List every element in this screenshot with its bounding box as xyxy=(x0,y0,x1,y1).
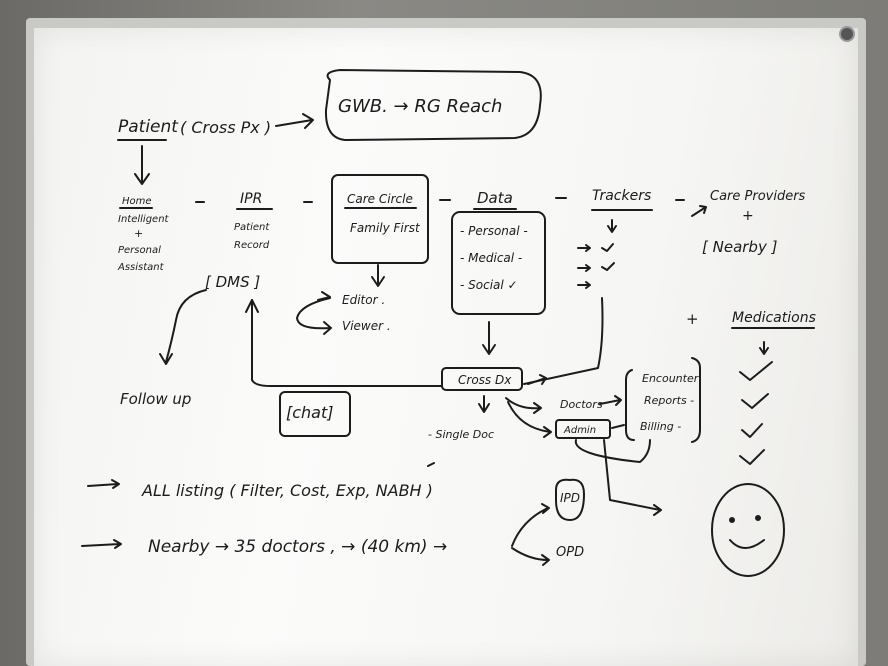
med-check-2 xyxy=(741,393,769,409)
encounter-label: Encounter xyxy=(642,372,700,385)
admin-loop xyxy=(574,439,651,463)
cross-dx-down-arrow xyxy=(478,395,490,413)
ipr-label: IPR xyxy=(240,191,262,207)
trackers-label: Trackers xyxy=(592,188,651,204)
encounter-right-bracket xyxy=(691,357,701,443)
med-check-3 xyxy=(741,423,763,438)
data-label: Data xyxy=(477,189,513,207)
admin-down-arrow xyxy=(603,439,662,516)
tracker-arrow-1 xyxy=(577,244,591,252)
dms-to-follow-up-arrow xyxy=(159,289,207,365)
care-circle-down-arrow xyxy=(371,264,385,287)
single-doc-label: - Single Doc xyxy=(428,428,494,441)
crossdx-to-admin-arrow xyxy=(507,401,552,438)
dms-label: [ DMS ] xyxy=(205,273,260,291)
chat-label: [chat] xyxy=(286,403,334,422)
billing-label: Billing - xyxy=(640,420,681,433)
medications-label: Medications xyxy=(732,310,816,326)
admin-label: Admin xyxy=(563,425,596,436)
ipd-label: IPD xyxy=(560,491,580,505)
data-social: - Social ✓ xyxy=(460,278,518,292)
patient-down-arrow xyxy=(134,145,150,185)
gwb-bubble xyxy=(324,69,542,141)
dms-arrowhead xyxy=(245,299,259,313)
doctors-arrow xyxy=(599,395,622,406)
smiley-left-eye xyxy=(729,517,735,523)
crossdx-right-arrow xyxy=(527,374,547,385)
admin-box xyxy=(555,419,611,439)
data-box xyxy=(451,211,546,315)
cross-dx-label: Cross Dx xyxy=(458,373,512,387)
med-check-1 xyxy=(739,361,773,381)
arrow-to-care-providers xyxy=(691,205,707,217)
follow-up-label: Follow up xyxy=(120,390,191,408)
arrow-to-gwb xyxy=(275,113,314,129)
chat-box xyxy=(279,391,351,437)
ipr-record: Record xyxy=(234,240,270,251)
ipd-bubble xyxy=(555,478,585,521)
family-first-label: Family First xyxy=(350,221,421,235)
reports-label: Reports - xyxy=(644,394,694,407)
admin-arrow xyxy=(611,424,625,429)
tracker-check-2 xyxy=(601,262,615,271)
data-personal: - Personal - xyxy=(460,224,528,238)
encounter-left-bracket xyxy=(625,369,635,441)
care-circle-label: Care Circle xyxy=(347,192,413,206)
doctors-label: Doctors xyxy=(560,398,603,411)
all-listing-label: ALL listing ( Filter, Cost, Exp, NABH ) xyxy=(141,481,433,500)
smiley-face xyxy=(711,483,785,577)
plus-label: + xyxy=(686,310,699,328)
to-opd-arrow xyxy=(511,547,550,566)
ipr-patient: Patient xyxy=(234,222,270,233)
home-assistant: Assistant xyxy=(117,262,165,273)
single-doc-dash xyxy=(427,462,435,467)
nearby-line-label: Nearby → 35 doctors , → (40 km) → xyxy=(148,537,447,557)
nearby-box-label: [ Nearby ] xyxy=(702,238,778,256)
magnet xyxy=(839,26,855,42)
tracker-check-1 xyxy=(601,243,614,252)
editor-viewer-arrows xyxy=(296,297,332,335)
care-providers-label: Care Providers xyxy=(710,189,806,204)
medications-down-arrow xyxy=(759,341,769,355)
home-label: Home xyxy=(122,196,152,207)
data-medical: - Medical - xyxy=(460,251,522,265)
crossdx-to-dms-line xyxy=(251,299,443,387)
home-plus: + xyxy=(134,227,143,240)
home-personal: Personal xyxy=(118,245,161,256)
gwb-reach-label: GWB. → RG Reach xyxy=(338,96,502,117)
cross-dx-box xyxy=(441,367,523,391)
cross-px-label: ( Cross Px ) xyxy=(180,118,271,137)
editor-label: Editor . xyxy=(342,293,385,307)
trackers-to-crossdx-line xyxy=(523,297,604,385)
care-circle-box xyxy=(331,174,429,264)
crossdx-to-doctors-arrow xyxy=(505,397,542,414)
trackers-down-arrow xyxy=(607,219,617,233)
nearby-line-arrow xyxy=(81,539,122,549)
med-check-4 xyxy=(739,449,765,465)
home-intelligent: Intelligent xyxy=(118,214,170,225)
tracker-arrow-3 xyxy=(577,281,591,289)
all-listing-arrow xyxy=(87,479,120,489)
tracker-arrow-2 xyxy=(577,264,591,272)
opd-label: OPD xyxy=(556,545,584,560)
patient-label: Patient xyxy=(118,117,179,137)
to-ipd-arrow xyxy=(511,503,550,547)
care-providers-plus: + xyxy=(742,208,754,224)
editor-arrowhead xyxy=(317,291,331,301)
smiley-mouth xyxy=(729,539,765,549)
smiley-right-eye xyxy=(755,515,761,521)
data-down-arrow xyxy=(482,321,496,355)
viewer-label: Viewer . xyxy=(342,319,391,333)
